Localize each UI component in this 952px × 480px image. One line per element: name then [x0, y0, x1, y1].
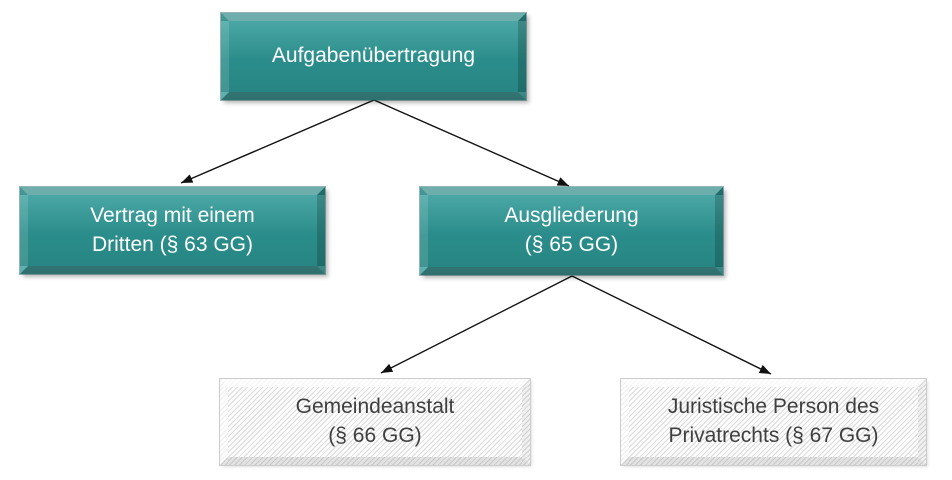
edge-ausgliederung-to-gemeindeanstalt	[380, 275, 573, 374]
node-ausgliederung: Ausgliederung (§ 65 GG)	[420, 187, 723, 275]
edge-root-to-ausgliederung	[373, 99, 570, 187]
node-label: Ausgliederung (§ 65 GG)	[504, 204, 639, 256]
edge-root-to-vertrag	[180, 99, 375, 184]
edge-ausgliederung-to-juristische	[571, 275, 772, 375]
node-label: Juristische Person des Privatrechts (§ 6…	[667, 395, 880, 447]
node-gemeindeanstalt: Gemeindeanstalt (§ 66 GG)	[220, 379, 530, 465]
node-vertrag-mit-einem-dritten: Vertrag mit einem Dritten (§ 63 GG)	[20, 187, 325, 274]
node-aufgabenuebertragung: Aufgabenübertragung	[221, 13, 526, 100]
node-label: Vertrag mit einem Dritten (§ 63 GG)	[90, 203, 255, 256]
node-label: Gemeindeanstalt (§ 66 GG)	[295, 395, 455, 447]
node-juristische-person-des-privatrechts: Juristische Person des Privatrechts (§ 6…	[621, 379, 926, 465]
node-label: Aufgabenübertragung	[271, 44, 476, 68]
